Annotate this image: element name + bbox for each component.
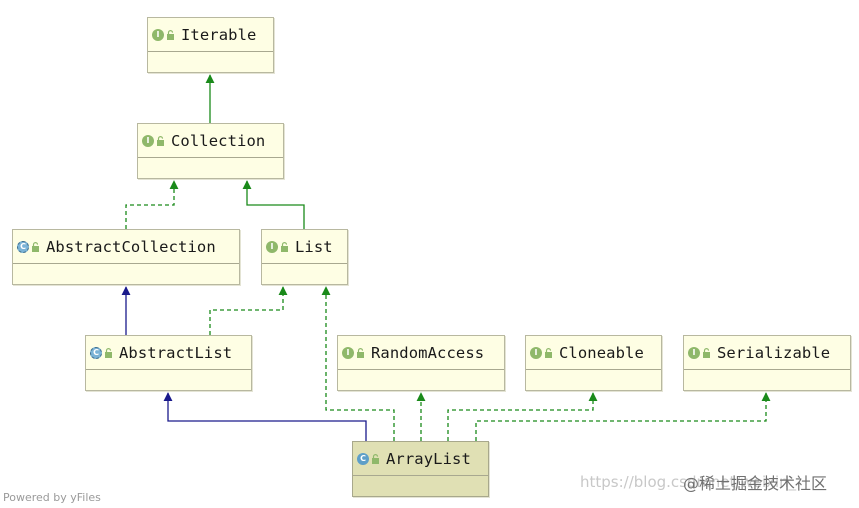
node-collection[interactable]: I Collection (137, 123, 284, 179)
interface-icon: I (266, 240, 278, 253)
interface-icon: I (142, 134, 154, 147)
edge-array_list-to-list (321, 286, 395, 441)
node-list[interactable]: I List (261, 229, 348, 285)
lock-icon (167, 29, 174, 40)
node-header: C ArrayList (353, 442, 488, 476)
node-header: I Serializable (684, 336, 850, 370)
node-random-access[interactable]: I RandomAccess (337, 335, 505, 391)
lock-icon (32, 241, 39, 252)
edge-abstract_collection-to-collection (125, 180, 179, 229)
node-label: Cloneable (559, 343, 644, 362)
node-header: I RandomAccess (338, 336, 504, 370)
watermark-url: https://blog.csdn.net/weixin_ (580, 473, 797, 491)
lock-icon (281, 241, 288, 252)
powered-by-footer: Powered by yFiles (3, 491, 101, 504)
node-abstract-list[interactable]: C AbstractList (85, 335, 252, 391)
node-label: AbstractCollection (46, 237, 216, 256)
node-header: C AbstractList (86, 336, 251, 370)
node-header: I Iterable (148, 18, 273, 52)
class-icon: C (357, 452, 369, 465)
node-label: Serializable (717, 343, 831, 362)
interface-icon: I (152, 28, 164, 41)
edge-array_list-to-cloneable (447, 392, 598, 441)
abstract-class-icon: C (17, 240, 29, 253)
abstract-class-icon: C (90, 346, 102, 359)
node-abstract-collection[interactable]: C AbstractCollection (12, 229, 240, 285)
lock-icon (545, 347, 552, 358)
interface-icon: I (530, 346, 542, 359)
interface-icon: I (342, 346, 354, 359)
node-header: C AbstractCollection (13, 230, 239, 264)
node-cloneable[interactable]: I Cloneable (525, 335, 662, 391)
lock-icon (157, 135, 164, 146)
watermark-brand: @稀土掘金技术社区 (683, 474, 828, 493)
node-header: I Collection (138, 124, 283, 158)
lock-icon (105, 347, 112, 358)
lock-icon (357, 347, 364, 358)
edge-array_list-to-serializable (475, 392, 771, 441)
lock-icon (703, 347, 710, 358)
node-label: List (295, 237, 333, 256)
edge-abstract_list-to-list (209, 286, 288, 335)
node-label: AbstractList (119, 343, 233, 362)
node-array-list[interactable]: C ArrayList (352, 441, 489, 497)
edge-array_list-to-abstract_list (163, 392, 367, 441)
node-label: Collection (171, 131, 266, 150)
lock-icon (372, 453, 379, 464)
node-label: ArrayList (386, 449, 471, 468)
edge-list-to-collection (242, 180, 305, 229)
node-label: RandomAccess (371, 343, 485, 362)
node-serializable[interactable]: I Serializable (683, 335, 851, 391)
node-header: I Cloneable (526, 336, 661, 370)
interface-icon: I (688, 346, 700, 359)
node-iterable[interactable]: I Iterable (147, 17, 274, 73)
node-header: I List (262, 230, 347, 264)
node-label: Iterable (181, 25, 257, 44)
